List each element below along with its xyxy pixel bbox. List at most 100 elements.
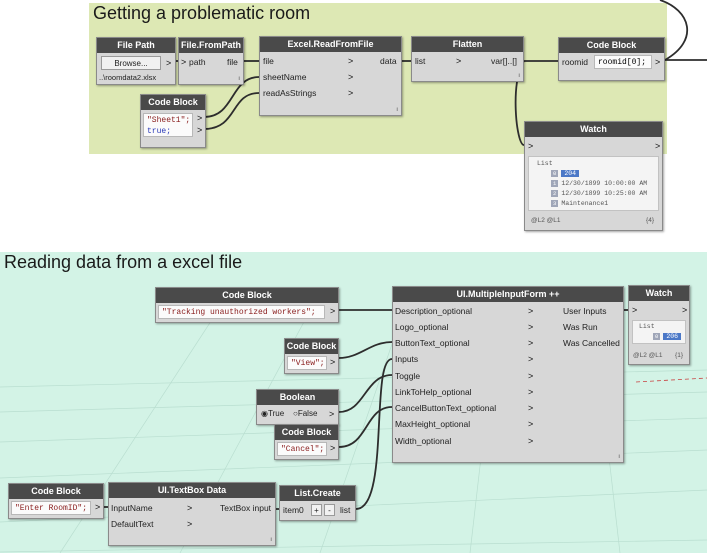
port-path[interactable]: path [189,57,206,67]
port-was-cancelled[interactable]: Was Cancelled [563,338,620,348]
port-chevron-icon: > [187,503,193,513]
port-textbox-out[interactable]: TextBox input [220,503,272,513]
port-data-out[interactable]: data [380,56,397,66]
code-editor[interactable]: "View"; [287,356,327,370]
excel-read-title: Excel.ReadFromFile [260,37,401,52]
output-port-icon[interactable]: > [330,306,336,316]
port-maxheight[interactable]: MaxHeight_optional [395,419,471,429]
port-chevron-icon: > [528,403,534,413]
code-editor[interactable]: "Tracking unauthorized workers"; [158,305,325,319]
port-cancelbuttontext[interactable]: CancelButtonText_optional [395,403,497,413]
group-title-problematic-room: Getting a problematic room [93,3,311,23]
code-line-roomid: roomid[0]; [598,58,647,67]
code-block-view-node[interactable]: Code Block "View"; > [284,338,339,374]
port-sheetname[interactable]: sheetName [263,72,307,82]
code-block-cancel-node[interactable]: Code Block "Cancel"; > [274,424,339,460]
add-input-button[interactable]: + [311,504,322,516]
port-user-inputs[interactable]: User Inputs [563,306,607,316]
output-port-icon[interactable]: > [95,502,101,512]
port-item0[interactable]: item0 [283,505,304,515]
output-port-icon[interactable]: > [197,113,203,123]
textbox-data-node[interactable]: UI.TextBox Data InputName > DefaultText … [108,482,276,546]
code-line-view: "View"; [291,359,325,368]
code-block-title: Code Block [141,95,205,110]
port-toggle[interactable]: Toggle [395,371,421,381]
code-block-enter-node[interactable]: Code Block "Enter RoomID"; > [8,483,104,519]
list-create-node[interactable]: List.Create item0 + - list [279,485,356,521]
port-chevron-icon: > [528,338,534,348]
port-list-out[interactable]: list [340,505,351,515]
port-width[interactable]: Width_optional [395,436,452,446]
output-port-icon[interactable]: > [330,443,336,453]
input-port-icon[interactable]: > [181,57,187,67]
remove-input-button[interactable]: - [324,504,335,516]
boolean-node[interactable]: Boolean ◉True ○False > [256,389,339,425]
output-port-icon[interactable]: > [682,305,688,315]
output-port-icon[interactable]: > [166,58,172,68]
code-block-title: Code Block [9,484,103,499]
output-port-icon[interactable]: > [655,141,661,151]
port-inputs[interactable]: Inputs [395,354,419,364]
code-line-enter: "Enter RoomID"; [15,504,88,513]
code-line-cancel: "Cancel"; [281,445,325,454]
output-port-icon[interactable]: > [197,125,203,135]
port-buttontext[interactable]: ButtonText_optional [395,338,470,348]
port-chevron-icon: > [348,88,354,98]
port-defaulttext[interactable]: DefaultText [111,519,154,529]
code-editor[interactable]: roomid[0]; [594,55,652,69]
port-file-in[interactable]: file [263,56,274,66]
code-line-sheet: "Sheet1"; [147,116,191,125]
watch-list-label: List [639,323,655,330]
flatten-title: Flatten [412,37,523,52]
port-inputname[interactable]: InputName [111,503,153,513]
port-description[interactable]: Description_optional [395,306,473,316]
code-block-tracking-node[interactable]: Code Block "Tracking unauthorized worker… [155,287,339,323]
port-was-run[interactable]: Was Run [563,322,598,332]
port-logo[interactable]: Logo_optional [395,322,449,332]
file-path-node[interactable]: File Path Browse... > ..\roomdata2.xlsx [96,37,176,85]
output-port-icon[interactable]: > [329,409,335,419]
port-list-in[interactable]: list [415,56,426,66]
input-port-icon[interactable]: > [632,305,638,315]
port-file-out[interactable]: file [227,57,238,67]
file-from-path-node[interactable]: File.FromPath > path file ı [178,37,244,85]
code-editor[interactable]: "Cancel"; [277,442,327,456]
port-chevron-icon: > [528,306,534,316]
flatten-node[interactable]: Flatten list > var[]..[] ı [411,36,524,82]
code-block-sheet-node[interactable]: Code Block "Sheet1"; true; > > [140,94,206,148]
radio-false[interactable]: ○False [293,409,318,418]
port-roomid-in[interactable]: roomid [562,57,588,67]
radio-true[interactable]: ◉True [261,409,285,418]
port-linktohelp[interactable]: LinkToHelp_optional [395,387,472,397]
code-editor[interactable]: "Enter RoomID"; [11,501,91,515]
boolean-title: Boolean [257,390,338,405]
excel-read-node[interactable]: Excel.ReadFromFile file > sheetName > re… [259,36,402,116]
textbox-data-title: UI.TextBox Data [109,483,275,498]
port-readasstrings[interactable]: readAsStrings [263,88,317,98]
port-var-out[interactable]: var[]..[] [491,56,517,66]
code-block-title: Code Block [275,425,338,440]
output-port-icon[interactable]: > [330,357,336,367]
node-footer-mark: ı [396,106,398,113]
watch-title: Watch [525,122,662,137]
list-create-title: List.Create [280,486,355,501]
code-block-title: Code Block [285,339,338,354]
multiple-input-form-node[interactable]: UI.MultipleInputForm ++ Description_opti… [392,286,624,463]
port-chevron-icon: > [528,387,534,397]
code-block-roomid-node[interactable]: Code Block roomid roomid[0]; > [558,37,665,81]
output-port-icon[interactable]: > [655,57,661,67]
port-chevron-icon: > [528,371,534,381]
input-port-icon[interactable]: > [528,141,534,151]
code-editor[interactable]: "Sheet1"; true; [143,113,193,137]
browse-button[interactable]: Browse... [101,56,161,70]
port-chevron-icon: > [348,72,354,82]
